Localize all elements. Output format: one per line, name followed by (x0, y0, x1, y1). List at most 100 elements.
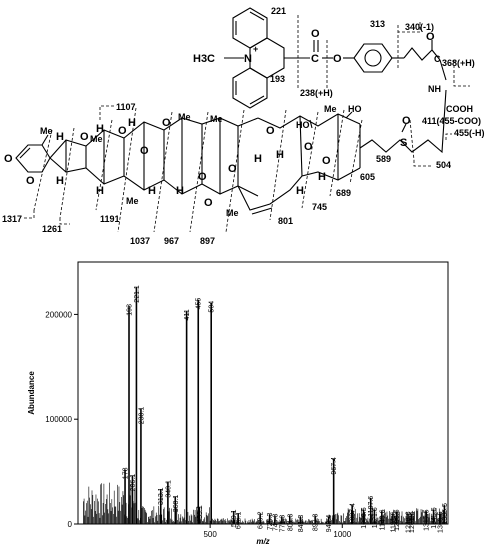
peak-label: 725.3 (267, 512, 274, 530)
pe-frag-line-4 (117, 107, 137, 233)
pe-frag-line-2 (59, 127, 75, 219)
me-label-3: Me (126, 196, 139, 206)
acridinium-fragment-markers (297, 15, 470, 88)
peak-label: 1107.6 (368, 496, 375, 517)
pe-frag-1107 (99, 105, 114, 120)
me-label-5: Me (210, 114, 223, 124)
ho-label-2: HO (348, 104, 362, 114)
h-label-11: H (318, 171, 326, 183)
sulfoxide-o-label: O (402, 115, 411, 127)
peak-label: 411 (184, 309, 191, 320)
fragment-589: 589 (376, 154, 391, 164)
peak-label: 504 (209, 301, 216, 313)
methyl-label: H3C (193, 53, 215, 65)
peak-label: 459.1 (197, 505, 204, 523)
ho-bond-2 (345, 111, 353, 119)
lactone-o-carbonyl: O (4, 153, 13, 165)
h-label-6: H (148, 185, 156, 197)
right-rings-top (257, 113, 361, 129)
frag-368-line (453, 60, 470, 87)
peak-label: 238.1 (138, 407, 145, 425)
h-label-8: H (254, 153, 262, 165)
pe-frag-line-5 (153, 111, 173, 233)
h-label-5: H (128, 117, 136, 129)
o-label-3: O (140, 145, 149, 157)
side-chain (359, 89, 447, 154)
peak-label: 801.3 (287, 514, 294, 532)
o-label-6: O (204, 197, 213, 209)
amide-bond (439, 59, 447, 81)
peak-label: 606.1 (236, 511, 243, 529)
peak-label: 967.4 (331, 457, 338, 475)
me-label-2: Me (90, 134, 103, 144)
peak-label: 340.1 (165, 480, 172, 498)
lactone-double (19, 147, 31, 159)
pe-frag-line-11 (349, 119, 363, 185)
h-label-4: H (96, 185, 104, 197)
fragment-238: 238(+H) (300, 88, 333, 98)
peak-label: 1248.6 (405, 511, 412, 533)
fragment-368: 368(+H) (442, 58, 475, 68)
sulfur-label: S (400, 137, 407, 149)
h-label-9: H (276, 149, 284, 161)
carbonyl-o-label: O (311, 28, 320, 40)
h-label-3: H (96, 123, 104, 135)
fragment-193: 193 (270, 74, 285, 84)
peak-label: 1205.6 (394, 509, 401, 531)
phenyl-ring (353, 43, 393, 73)
h-label-7: H (176, 185, 184, 197)
peak-label: 948.4 (326, 515, 333, 533)
fragment-340: 340(-1) (405, 22, 434, 32)
h-label-10: H (296, 185, 304, 197)
fragment-745: 745 (312, 202, 327, 212)
fragment-1037: 1037 (130, 236, 150, 246)
lactone-o-ring: O (26, 175, 35, 187)
amide-c-label: C (434, 54, 441, 64)
pe-frag-line-9 (301, 111, 319, 209)
peak-label: 1191.6 (390, 511, 397, 532)
peak-label: 1080.5 (361, 507, 368, 529)
right-rings-bottom (301, 167, 361, 181)
right-rung-1 (299, 115, 303, 177)
fragment-455: 455(-H) (454, 128, 485, 138)
sulfoxide-bond (401, 123, 407, 133)
fragment-605: 605 (360, 172, 375, 182)
ether-ladder-top (49, 117, 259, 159)
me-label-1: Me (40, 126, 53, 136)
fragment-221: 221 (271, 6, 286, 16)
carbonyl-c-label: C (311, 53, 319, 65)
peak-label: 206.1 (130, 474, 137, 492)
lactone-methyl (41, 134, 49, 146)
o-label-9: O (304, 141, 313, 153)
pe-frag-line-3 (95, 119, 113, 211)
pe-frag-line-6 (189, 111, 209, 233)
y-tick-label: 200000 (45, 310, 72, 319)
o-label-7: O (228, 163, 237, 175)
peak-label: 313.1 (158, 487, 165, 505)
peak-label: 1345.5 (431, 507, 438, 529)
fragment-897: 897 (200, 236, 215, 246)
pe-frag-1317 (24, 210, 35, 219)
peak-label: 221.1 (134, 285, 141, 303)
phenyl-aromatic-circle (364, 49, 382, 67)
x-tick-label: 1000 (333, 530, 351, 539)
pe-frag-line-10 (329, 109, 345, 197)
peak-label: 1037.4 (350, 503, 357, 525)
ho-label-1: HO (296, 120, 310, 130)
ring-bottom-double-2 (249, 95, 265, 105)
polyether-fragment-markers (24, 105, 452, 233)
pe-frag-455 (445, 133, 452, 140)
peak-label: 193 (127, 304, 134, 316)
fragment-411: 411(455-COO) (422, 116, 481, 126)
ho-bond-1 (309, 119, 313, 129)
o-label-1: O (80, 131, 89, 143)
peak-label: 368.1 (173, 495, 180, 513)
peak-label: 1386.5 (442, 503, 449, 525)
nitrogen-label: N (244, 53, 252, 65)
peak-label: 745.3 (272, 514, 279, 532)
o-label-10: O (322, 155, 331, 167)
nine-membered-ring (237, 175, 303, 211)
